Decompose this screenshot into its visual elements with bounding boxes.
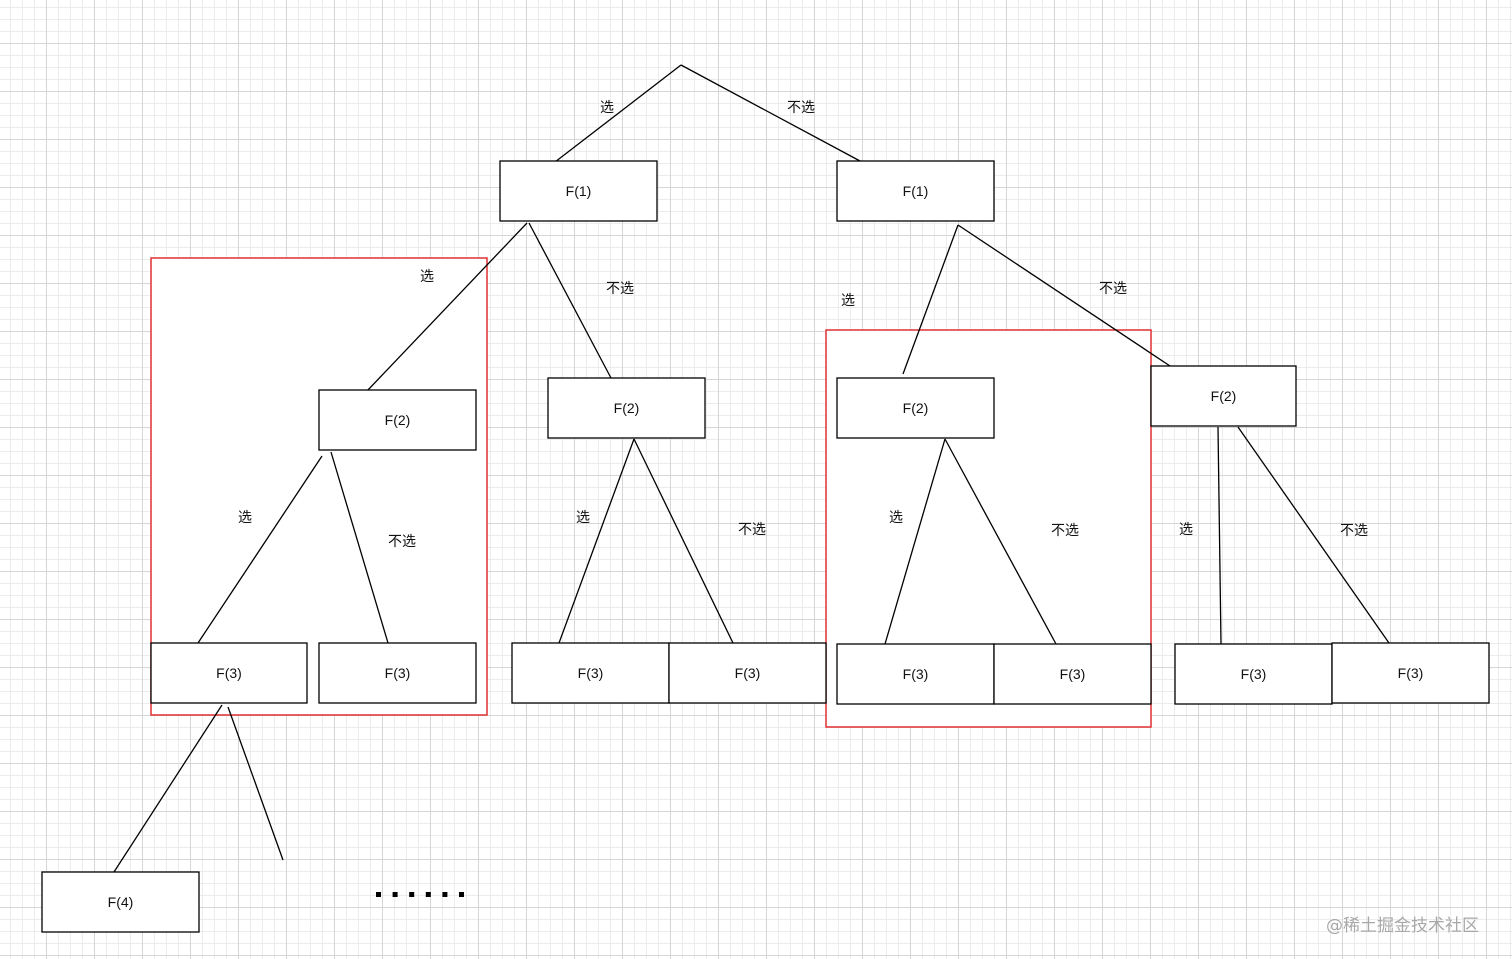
node-label: F(3) <box>1241 666 1267 682</box>
node-label: F(3) <box>1060 666 1086 682</box>
edge-root-r2 <box>680 64 861 162</box>
node-box <box>836 160 995 222</box>
edge-label-a2-c4: 不选 <box>738 522 766 538</box>
edge-r2-b1 <box>902 224 959 375</box>
node-c3: F(3) <box>511 642 670 704</box>
node-box <box>1331 642 1490 704</box>
node-box <box>1150 365 1297 427</box>
node-label: F(3) <box>216 665 242 681</box>
node-a2: F(2) <box>547 377 706 439</box>
node-label: F(4) <box>108 894 134 910</box>
edge-label-a1-c1: 选 <box>238 510 252 526</box>
ellipsis-dot <box>409 892 415 897</box>
node-label: F(3) <box>1398 665 1424 681</box>
edge-label-r2-b2: 不选 <box>1099 281 1127 297</box>
ellipsis-dot <box>459 892 464 897</box>
edge-b1-c5 <box>884 438 946 645</box>
node-label: F(2) <box>903 400 929 416</box>
node-label: F(3) <box>385 665 411 681</box>
node-r2: F(1) <box>836 160 995 222</box>
edge-root-r1 <box>554 64 682 163</box>
edge-b2-c7 <box>1217 426 1222 645</box>
node-c1: F(3) <box>150 642 308 704</box>
edge-c1-open <box>227 706 284 861</box>
node-box <box>836 643 995 705</box>
node-box <box>318 642 477 704</box>
node-box <box>1174 643 1333 705</box>
ellipsis-dot <box>425 892 431 897</box>
edge-label-b1-c6: 不选 <box>1051 523 1079 539</box>
edge-label-r1-a1: 选 <box>420 269 434 285</box>
edge-label-b2-c7: 选 <box>1179 522 1193 538</box>
edge-label-a1-c2: 不选 <box>388 534 416 550</box>
node-d1: F(4) <box>41 871 200 933</box>
edge-r2-b2 <box>957 224 1171 367</box>
node-box <box>993 643 1152 705</box>
highlight-region-1 <box>150 257 488 716</box>
node-box <box>318 389 477 451</box>
edge-r1-a2 <box>528 222 612 379</box>
edge-b2-c8 <box>1237 426 1390 644</box>
node-box <box>511 642 670 704</box>
node-box <box>499 160 658 222</box>
node-c7: F(3) <box>1174 643 1333 705</box>
node-label: F(2) <box>614 400 640 416</box>
node-box <box>150 642 308 704</box>
node-box <box>836 377 995 439</box>
node-c8: F(3) <box>1331 642 1490 704</box>
node-c6: F(3) <box>993 643 1152 705</box>
node-c5: F(3) <box>836 643 995 705</box>
edge-a1-c1 <box>197 455 323 644</box>
edge-c1-d1 <box>113 704 223 873</box>
node-b2: F(2) <box>1150 365 1297 427</box>
node-r1: F(1) <box>499 160 658 222</box>
edge-label-root-r1: 选 <box>600 100 614 116</box>
edge-a1-c2 <box>330 451 389 644</box>
node-box <box>668 642 827 704</box>
edge-r1-a1 <box>366 222 528 392</box>
edge-label-b1-c5: 选 <box>889 510 903 526</box>
node-label: F(2) <box>1211 388 1237 404</box>
edge-label-a2-c3: 选 <box>576 510 590 526</box>
node-b1: F(2) <box>836 377 995 439</box>
node-c4: F(3) <box>668 642 827 704</box>
ellipsis-dot <box>392 892 398 897</box>
node-label: F(1) <box>903 183 929 199</box>
ellipsis-dot <box>376 892 381 897</box>
node-label: F(3) <box>903 666 929 682</box>
edge-a2-c3 <box>558 438 635 644</box>
ellipsis-continuation <box>376 892 464 897</box>
node-label: F(3) <box>735 665 761 681</box>
edge-label-b2-c8: 不选 <box>1340 523 1368 539</box>
edge-b1-c6 <box>944 438 1057 645</box>
ellipsis-dot <box>442 892 448 897</box>
node-label: F(3) <box>578 665 604 681</box>
node-box <box>547 377 706 439</box>
node-label: F(2) <box>385 412 411 428</box>
node-c2: F(3) <box>318 642 477 704</box>
node-box <box>41 871 200 933</box>
watermark: @稀土掘金技术社区 <box>1326 916 1479 936</box>
edge-label-r2-b1: 选 <box>841 293 855 309</box>
node-label: F(1) <box>566 183 592 199</box>
node-a1: F(2) <box>318 389 477 451</box>
edge-a2-c4 <box>633 438 734 644</box>
edge-label-root-r2: 不选 <box>787 100 815 116</box>
edge-label-r1-a2: 不选 <box>606 281 634 297</box>
